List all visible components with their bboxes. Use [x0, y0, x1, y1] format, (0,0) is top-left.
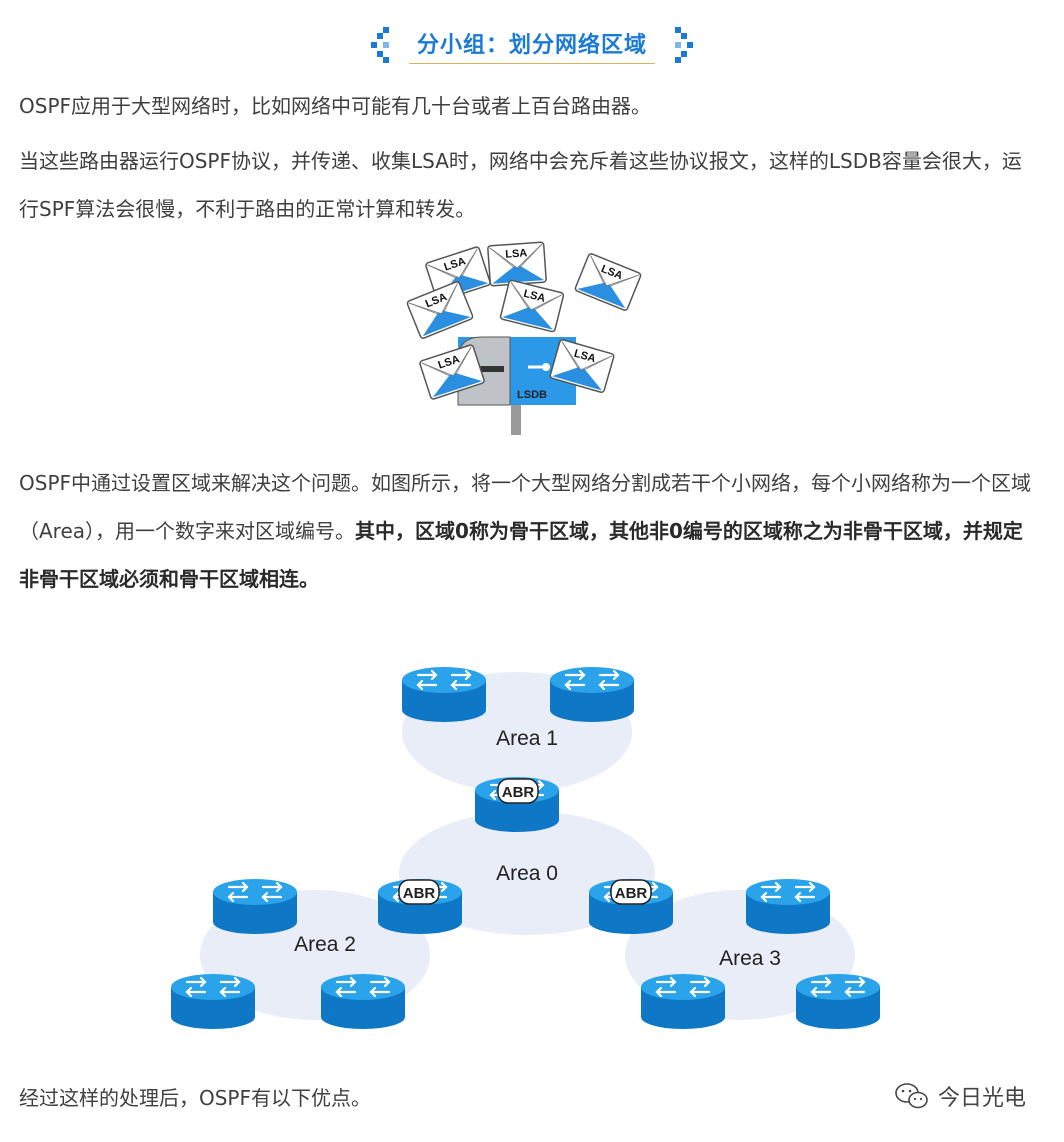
watermark: 今日光电	[894, 1080, 1026, 1112]
router-icon	[400, 665, 488, 724]
ospf-area-diagram: Area 1 Area 0 Area 2 Area 3 ABR ABR ABR	[169, 665, 882, 1031]
section-title: 分小组：划分网络区域	[408, 27, 655, 64]
wechat-icon	[895, 1083, 928, 1109]
lsa-envelope-icon: LSA	[499, 279, 565, 333]
router-icon	[211, 877, 299, 936]
router-icon	[639, 972, 727, 1031]
right-bracket-icon	[675, 27, 693, 63]
router-icon	[548, 665, 636, 724]
left-bracket-icon	[370, 27, 389, 63]
paragraph-4: 经过这样的处理后，OSPF有以下优点。	[19, 1086, 372, 1110]
lsa-lsdb-illustration: LSDB LSA LSA LSA LSA LSA LSA LSA	[405, 241, 643, 435]
lsa-label: LSA	[573, 348, 598, 366]
area-1-label: Area 1	[496, 727, 558, 750]
paragraph-1: OSPF应用于大型网络时，比如网络中可能有几十台或者上百台路由器。	[19, 94, 652, 118]
lsa-envelope-icon: LSA	[418, 343, 486, 401]
router-icon	[744, 877, 832, 936]
lsa-envelope-icon: LSA	[424, 245, 492, 303]
router-icon	[169, 972, 257, 1031]
section-header: 分小组：划分网络区域	[0, 22, 1064, 68]
lsa-label: LSA	[522, 288, 546, 305]
lsa-label: LSA	[505, 247, 528, 261]
area-3-label: Area 3	[719, 947, 781, 970]
mailbox-post	[511, 397, 521, 435]
paragraph-2: 当这些路由器运行OSPF协议，并传递、收集LSA时，网络中会充斥着这些协议报文，…	[19, 149, 1022, 221]
lsdb-label: LSDB	[517, 389, 547, 401]
area-0-label: Area 0	[496, 862, 558, 885]
abr-label-top: ABR	[502, 784, 535, 801]
paragraph-3-bold: 其中，区域0称为骨干区域，其他非0编号的区域称之为非骨干区域，并规定非骨干区域必…	[19, 519, 1023, 591]
abr-label-right: ABR	[615, 885, 648, 902]
area-2-label: Area 2	[294, 933, 356, 956]
paragraph-3-text: OSPF中通过设置区域来解决这个问题。如图所示，将一个大型网络分割成若干个小网络…	[19, 471, 1032, 543]
lsa-envelope-icon: LSA	[548, 338, 616, 394]
abr-label-left: ABR	[403, 885, 436, 902]
router-icon	[319, 972, 407, 1031]
lsa-envelope-icon: LSA	[405, 280, 475, 340]
paragraph-3: OSPF中通过设置区域来解决这个问题。如图所示，将一个大型网络分割成若干个小网络…	[19, 459, 1039, 603]
lsa-envelope-icon: LSA	[573, 252, 643, 312]
lsa-envelope-icon: LSA	[486, 241, 548, 287]
router-icon	[794, 972, 882, 1031]
watermark-text: 今日光电	[937, 1086, 1026, 1111]
